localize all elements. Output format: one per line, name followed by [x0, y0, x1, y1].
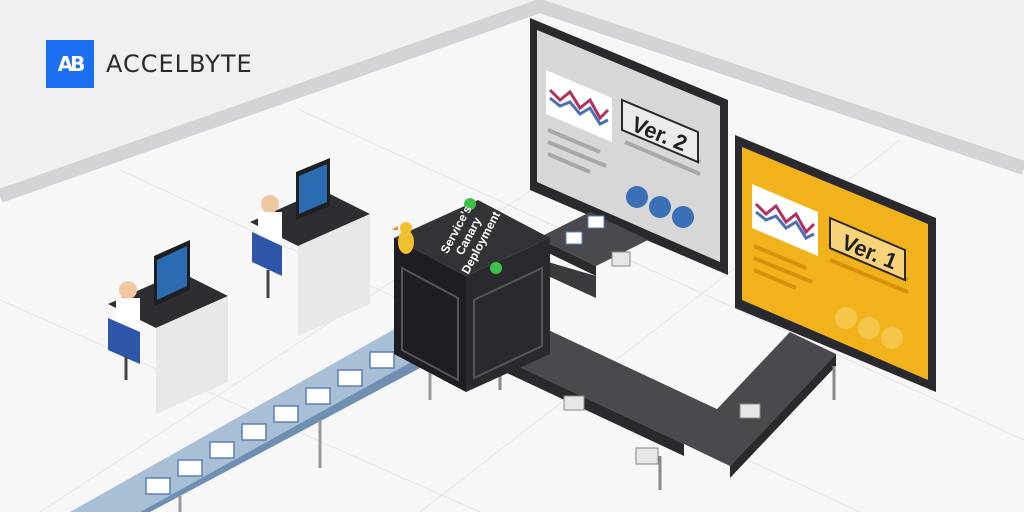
canary-bird — [392, 222, 414, 254]
screen-ver-2: Ver. 2 — [530, 18, 728, 275]
accelbyte-logo: AB ACCELBYTE — [46, 40, 253, 88]
screen-ver-1: Ver. 1 — [735, 135, 936, 392]
status-light-right — [490, 262, 502, 274]
lock-icon — [858, 317, 880, 339]
conveyor-ver-2 — [538, 212, 648, 298]
gears-icon — [835, 307, 857, 329]
gears-icon — [626, 186, 648, 208]
ver-2-label-box — [621, 98, 699, 164]
lock-icon — [649, 196, 671, 218]
logo-mark: AB — [46, 40, 94, 88]
shield-icon — [881, 327, 903, 349]
screen-ver-1-chart — [752, 184, 818, 256]
ver-1-label-box — [829, 216, 906, 282]
machine-left — [394, 238, 466, 392]
shield-icon — [672, 206, 694, 228]
workstation-upper — [250, 158, 370, 336]
workstation-lower — [108, 240, 228, 414]
status-light-top — [464, 198, 476, 210]
brand-name: ACCELBYTE — [106, 50, 253, 78]
deployment-machine: Service's Canary Deployment — [392, 198, 550, 392]
conveyor-ver-1 — [492, 328, 836, 490]
screen-ver-2-chart — [546, 70, 612, 142]
worker-head — [261, 195, 279, 213]
worker-head — [119, 281, 137, 299]
floor-edge — [0, 0, 1024, 203]
machine-right — [466, 238, 550, 392]
machine-top — [394, 200, 550, 276]
